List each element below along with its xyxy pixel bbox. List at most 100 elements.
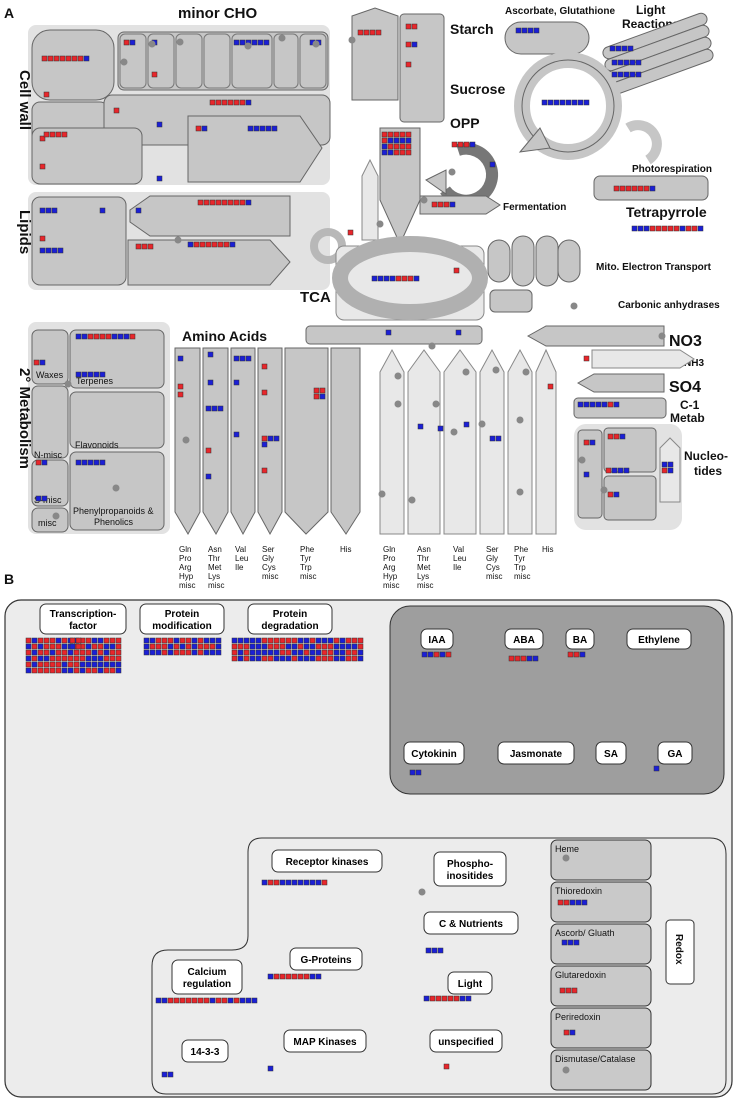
gene-square — [217, 241, 224, 248]
gene-square — [315, 649, 322, 656]
flavonoids-box — [69, 391, 165, 449]
no3-label: NO3 — [669, 333, 702, 350]
gene-square — [49, 655, 56, 662]
grey-dot — [278, 34, 286, 42]
gene-square — [617, 467, 624, 474]
gene-square — [231, 637, 238, 644]
grey-dot — [348, 36, 356, 44]
gene-square — [577, 99, 584, 106]
gene-square — [613, 491, 620, 498]
gene-square — [109, 655, 116, 662]
gene-square — [77, 55, 84, 62]
gene-square — [333, 637, 340, 644]
gene-square — [143, 637, 150, 644]
gene-square — [261, 435, 268, 442]
gene-square — [631, 225, 638, 232]
gene-square — [205, 241, 212, 248]
gene-square — [541, 99, 548, 106]
gene-square — [49, 643, 56, 650]
gene-square — [211, 241, 218, 248]
nh3-label: NH3 — [684, 358, 704, 369]
nucleotides-label-2: tides — [694, 464, 722, 478]
gene-square — [71, 55, 78, 62]
gene-square — [421, 651, 428, 658]
grey-dot — [52, 512, 60, 520]
waxes-box — [31, 329, 69, 385]
gene-square — [43, 667, 50, 674]
label-box — [433, 851, 507, 887]
gene-square — [469, 141, 476, 148]
gene-square — [273, 879, 280, 886]
gene-square — [411, 41, 418, 48]
c1-label-2: Metab — [670, 411, 705, 425]
gene-square — [351, 637, 358, 644]
gene-square — [363, 29, 370, 36]
gene-square — [85, 661, 92, 668]
gene-square — [327, 643, 334, 650]
label-box — [247, 603, 333, 635]
gene-square — [399, 131, 406, 138]
gene-square — [245, 199, 252, 206]
gene-square — [55, 667, 62, 674]
gene-square — [589, 401, 596, 408]
gene-square — [321, 649, 328, 656]
aa-label: Met — [208, 563, 222, 572]
label-box-text: GA — [668, 749, 683, 760]
gene-square — [611, 59, 618, 66]
gene-square — [303, 879, 310, 886]
label-box — [447, 971, 493, 995]
gene-square — [79, 655, 86, 662]
gene-square — [79, 667, 86, 674]
gene-square — [271, 125, 278, 132]
gene-square — [73, 649, 80, 656]
grey-dot — [376, 220, 384, 228]
gene-square — [459, 995, 466, 1002]
gene-square — [57, 247, 64, 254]
label-box-text: Cytokinin — [411, 749, 457, 760]
gene-square — [489, 435, 496, 442]
gene-square — [55, 649, 62, 656]
gene-square — [631, 185, 638, 192]
gene-square — [387, 149, 394, 156]
label-box — [497, 741, 575, 765]
gene-square — [151, 71, 158, 78]
gene-square — [91, 649, 98, 656]
grey-dot — [462, 368, 470, 376]
c1-box — [573, 397, 667, 419]
misc-box — [31, 507, 69, 533]
gene-square — [31, 667, 38, 674]
sucrose-label: Sucrose — [450, 81, 505, 97]
lipid-box-1 — [31, 196, 127, 286]
gene-square — [309, 643, 316, 650]
gene-square — [279, 879, 286, 886]
s-misc-label: S-misc — [34, 495, 62, 505]
gene-square — [51, 207, 58, 214]
gene-square — [69, 643, 76, 650]
gene-square — [285, 879, 292, 886]
label-box-text: C & Nutrients — [439, 919, 503, 930]
gene-square — [231, 643, 238, 650]
gene-square — [85, 667, 92, 674]
gene-square — [405, 61, 412, 68]
gene-square — [91, 637, 98, 644]
gene-square — [47, 55, 54, 62]
gene-square — [291, 879, 298, 886]
gene-square — [209, 997, 216, 1004]
label-box — [420, 628, 454, 650]
gene-square — [173, 649, 180, 656]
gene-square — [103, 649, 110, 656]
grey-dot — [578, 456, 586, 464]
flavonoids-label: Flavonoids — [75, 440, 119, 450]
gene-square — [109, 643, 116, 650]
gene-square — [129, 39, 136, 46]
gene-square — [179, 637, 186, 644]
gene-square — [197, 649, 204, 656]
gene-square — [67, 667, 74, 674]
gene-square — [285, 973, 292, 980]
aa-label: Gln — [383, 545, 395, 554]
gene-square — [387, 137, 394, 144]
gene-square — [115, 643, 122, 650]
gene-square — [203, 637, 210, 644]
gene-square — [209, 643, 216, 650]
nucleotides-box-3 — [603, 475, 657, 521]
